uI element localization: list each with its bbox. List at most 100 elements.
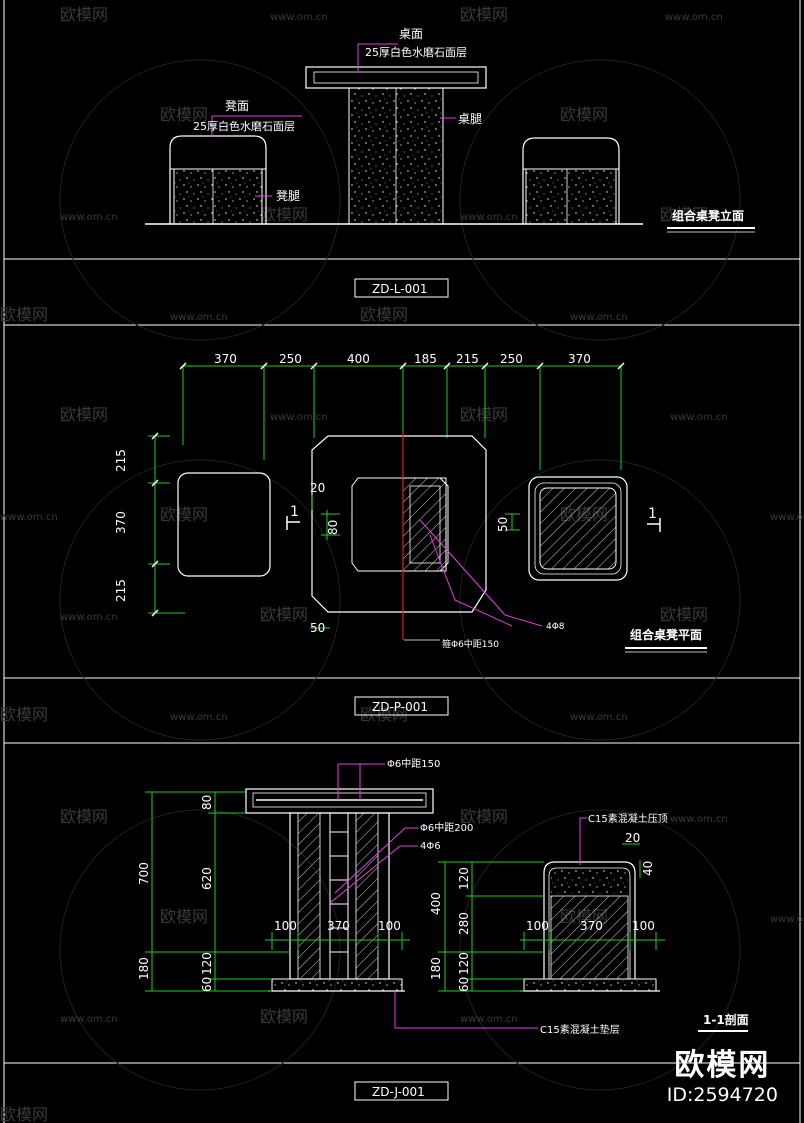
svg-text:370: 370 — [580, 919, 603, 933]
svg-text:370: 370 — [114, 511, 128, 534]
svg-text:50: 50 — [496, 517, 510, 532]
svg-text:120: 120 — [457, 952, 471, 975]
svg-text:250: 250 — [500, 352, 523, 366]
svg-text:20: 20 — [310, 481, 325, 495]
svg-text:250: 250 — [279, 352, 302, 366]
brand-logo: 欧模网 — [674, 1048, 771, 1083]
plan-title: 组合桌凳平面 — [630, 627, 702, 642]
svg-text:www.om.cn: www.om.cn — [570, 712, 628, 723]
plan-right-stool — [528, 476, 628, 581]
section-stool — [543, 861, 636, 979]
svg-text:80: 80 — [200, 795, 214, 810]
plan-view: 370 250 400 185 215 250 370 215 370 215 … — [114, 352, 707, 716]
elevation-code: ZD-L-001 — [372, 282, 428, 296]
right-stool-leg — [525, 168, 617, 225]
section-mark-right: 1 — [648, 506, 657, 522]
left-stool-top — [169, 135, 267, 224]
svg-text:215: 215 — [114, 449, 128, 472]
svg-text:www.om.cn: www.om.cn — [770, 914, 804, 925]
rebar-label-b: 箍Φ6中距150 — [442, 638, 499, 650]
elevation-view: 桌面 25厚白色水磨石面层 凳面 25厚白色水磨石面层 桌腿 凳腿 组合桌凳立面… — [145, 27, 755, 298]
plan-code-box — [354, 696, 449, 716]
svg-text:370: 370 — [568, 352, 591, 366]
concrete-cap-label: C15素混凝土压顶 — [588, 812, 668, 825]
svg-text:欧模网: 欧模网 — [60, 405, 108, 424]
label-table-top-spec: 25厚白色水磨石面层 — [365, 45, 467, 59]
svg-text:100: 100 — [526, 919, 549, 933]
rebar-mid-label: Φ6中距200 — [420, 821, 473, 834]
svg-text:欧模网: 欧模网 — [660, 605, 708, 624]
svg-text:700: 700 — [137, 862, 151, 885]
plan-code: ZD-P-001 — [372, 700, 428, 714]
svg-text:欧模网: 欧模网 — [160, 907, 208, 926]
concrete-base-label: C15素混凝土垫层 — [540, 1023, 620, 1036]
svg-text:280: 280 — [457, 912, 471, 935]
svg-text:欧模网: 欧模网 — [160, 105, 208, 124]
svg-text:欧模网: 欧模网 — [60, 5, 108, 24]
svg-text:50: 50 — [310, 621, 325, 635]
svg-text:欧模网: 欧模网 — [0, 305, 48, 324]
svg-text:100: 100 — [274, 919, 297, 933]
svg-text:80: 80 — [326, 520, 340, 535]
svg-text:www.om.cn: www.om.cn — [270, 412, 328, 423]
svg-text:欧模网: 欧模网 — [260, 605, 308, 624]
svg-text:100: 100 — [632, 919, 655, 933]
section-mark-left: 1 — [290, 504, 299, 520]
svg-text:60: 60 — [457, 977, 471, 992]
brand-badge: 欧模网 ID:2594720 — [667, 1040, 778, 1106]
svg-text:400: 400 — [429, 892, 443, 915]
svg-text:www.om.cn: www.om.cn — [460, 212, 518, 223]
svg-text:215: 215 — [456, 352, 479, 366]
section-code-box — [354, 1081, 449, 1101]
svg-text:www.om.cn: www.om.cn — [665, 12, 723, 23]
svg-text:欧模网: 欧模网 — [0, 1105, 48, 1123]
svg-text:www.om.cn: www.om.cn — [670, 814, 728, 825]
table-top — [305, 66, 487, 89]
label-stool-leg: 凳腿 — [276, 188, 300, 203]
svg-text:www.om.cn: www.om.cn — [270, 12, 328, 23]
svg-text:100: 100 — [378, 919, 401, 933]
svg-text:www.om.cn: www.om.cn — [60, 212, 118, 223]
section-view: 700 180 80 620 120 60 100 370 100 400 18… — [137, 757, 749, 1101]
rebar-label-a: 4Φ8 — [546, 622, 565, 632]
svg-text:www.om.cn: www.om.cn — [770, 512, 804, 523]
label-table-top: 桌面 — [399, 27, 423, 41]
left-stool-leg — [173, 168, 263, 225]
svg-text:120: 120 — [457, 867, 471, 890]
right-stool-top — [522, 137, 620, 224]
svg-text:185: 185 — [414, 352, 437, 366]
section-stool-base — [523, 978, 657, 992]
svg-text:欧模网: 欧模网 — [260, 1007, 308, 1026]
label-stool-top-spec: 25厚白色水磨石面层 — [193, 119, 295, 133]
svg-text:180: 180 — [137, 957, 151, 980]
watermark-pattern — [59, 59, 741, 1091]
svg-text:www.om.cn: www.om.cn — [170, 312, 228, 323]
svg-text:欧模网: 欧模网 — [60, 807, 108, 826]
section-base-pad — [271, 978, 403, 992]
svg-text:www.om.cn: www.om.cn — [570, 312, 628, 323]
label-table-leg: 桌腿 — [458, 112, 482, 126]
svg-text:20: 20 — [625, 831, 640, 845]
svg-text:欧模网: 欧模网 — [460, 5, 508, 24]
elevation-title: 组合桌凳立面 — [672, 208, 744, 223]
section-title: 1-1剖面 — [703, 1012, 749, 1027]
svg-text:370: 370 — [327, 919, 350, 933]
svg-text:400: 400 — [347, 352, 370, 366]
section-table-top — [245, 788, 434, 814]
svg-text:欧模网: 欧模网 — [0, 705, 48, 724]
svg-text:欧模网: 欧模网 — [160, 505, 208, 524]
svg-text:欧模网: 欧模网 — [560, 105, 608, 124]
rebar-top-label: Φ6中距150 — [387, 757, 440, 770]
svg-text:欧模网: 欧模网 — [260, 205, 308, 224]
svg-text:欧模网: 欧模网 — [460, 405, 508, 424]
svg-text:www.om.cn: www.om.cn — [60, 1014, 118, 1025]
svg-text:欧模网: 欧模网 — [460, 807, 508, 826]
svg-text:www.om.cn: www.om.cn — [460, 1014, 518, 1025]
svg-text:欧模网: 欧模网 — [360, 305, 408, 324]
label-stool-top: 凳面 — [225, 98, 249, 113]
svg-text:欧模网: 欧模网 — [660, 205, 708, 224]
svg-text:www.om.cn: www.om.cn — [60, 612, 118, 623]
svg-text:www.om.cn: www.om.cn — [670, 412, 728, 423]
model-id: ID:2594720 — [666, 1084, 778, 1106]
